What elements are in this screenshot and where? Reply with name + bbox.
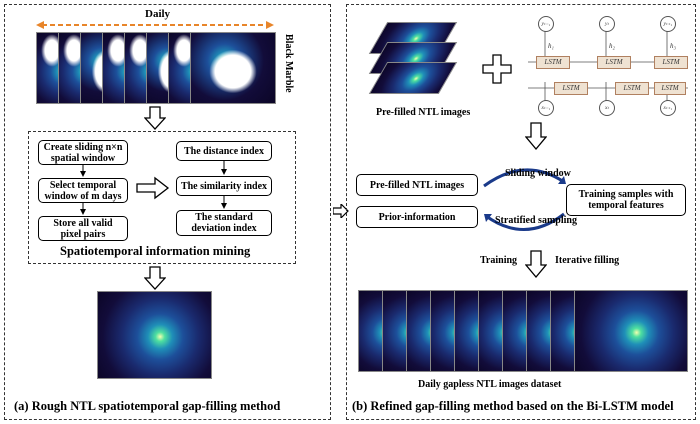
stratified-sampling-label: Stratified sampling bbox=[495, 215, 577, 226]
down-arrow-1 bbox=[144, 106, 166, 130]
temporal-window-box: Select temporal window of m days bbox=[38, 178, 128, 203]
h-next-label: h₃ bbox=[670, 42, 676, 50]
lstm-forward-cell-1: LSTM bbox=[536, 56, 570, 69]
panel-transition-arrow bbox=[333, 204, 349, 218]
prefilled-image-stack bbox=[364, 22, 464, 102]
panel-b-caption: (b) Refined gap-filling method based on … bbox=[352, 399, 674, 413]
h-t-label: h₂ bbox=[609, 42, 615, 50]
flow-arcs bbox=[483, 168, 566, 231]
prefilled-box: Pre-filled NTL images bbox=[356, 174, 478, 196]
bilstm-diagram: yₜ₋₁ yₜ yₜ₊₁ h₁ h₂ h₃ LSTM LSTM LSTM LST… bbox=[528, 12, 688, 116]
x-prev-node: xₜ₋₁ bbox=[538, 100, 554, 116]
prior-information-box: Prior-information bbox=[356, 206, 478, 228]
sliding-window-label: Sliding window bbox=[505, 168, 571, 179]
gapless-dataset-stack bbox=[358, 290, 688, 372]
training-label: Training bbox=[480, 255, 518, 266]
mining-panel bbox=[28, 131, 296, 264]
x-next-node: xₜ₊₁ bbox=[660, 100, 676, 116]
h-prev-label: h₁ bbox=[548, 42, 554, 50]
lstm-backward-cell-1: LSTM bbox=[554, 82, 588, 95]
down-arrow-b1 bbox=[525, 122, 547, 150]
similarity-index-box: The similarity index bbox=[176, 176, 272, 196]
rough-filled-ntl-image bbox=[97, 291, 212, 379]
std-index-box: The standard deviation index bbox=[176, 210, 272, 236]
lstm-backward-cell-2: LSTM bbox=[615, 82, 649, 95]
black-marble-label: Black Marble bbox=[283, 34, 294, 93]
lstm-backward-cell-3: LSTM bbox=[654, 82, 686, 95]
store-pairs-box: Store all valid pixel pairs bbox=[38, 216, 128, 241]
daily-arrow bbox=[36, 21, 274, 29]
plus-icon bbox=[482, 54, 512, 84]
ntl-daily-image-8 bbox=[190, 32, 276, 104]
iterative-filling-label: Iterative filling bbox=[555, 255, 620, 266]
y-prev-node: yₜ₋₁ bbox=[538, 16, 554, 32]
gapless-image-10 bbox=[574, 290, 688, 372]
daily-label: Daily bbox=[145, 8, 171, 20]
x-t-node: xₜ bbox=[599, 100, 615, 116]
panel-a bbox=[4, 4, 331, 420]
distance-index-box: The distance index bbox=[176, 141, 272, 161]
lstm-forward-cell-3: LSTM bbox=[654, 56, 688, 69]
mining-title: Spatiotemporal information mining bbox=[60, 244, 251, 258]
mining-connectors bbox=[80, 161, 227, 215]
sliding-window-box: Create sliding n×n spatial window bbox=[38, 140, 128, 165]
y-next-node: yₜ₊₁ bbox=[660, 16, 676, 32]
panel-b bbox=[346, 4, 696, 420]
panel-a-caption: (a) Rough NTL spatiotemporal gap-filling… bbox=[14, 399, 281, 413]
dataset-label: Daily gapless NTL images dataset bbox=[418, 379, 562, 390]
black-marble-stack bbox=[36, 32, 276, 104]
down-arrow-b2 bbox=[525, 250, 547, 278]
prefilled-images-label: Pre-filled NTL images bbox=[376, 107, 471, 118]
lstm-forward-cell-2: LSTM bbox=[597, 56, 631, 69]
down-arrow-2 bbox=[144, 266, 166, 290]
y-t-node: yₜ bbox=[599, 16, 615, 32]
training-samples-box: Training samples with temporal features bbox=[566, 184, 686, 216]
